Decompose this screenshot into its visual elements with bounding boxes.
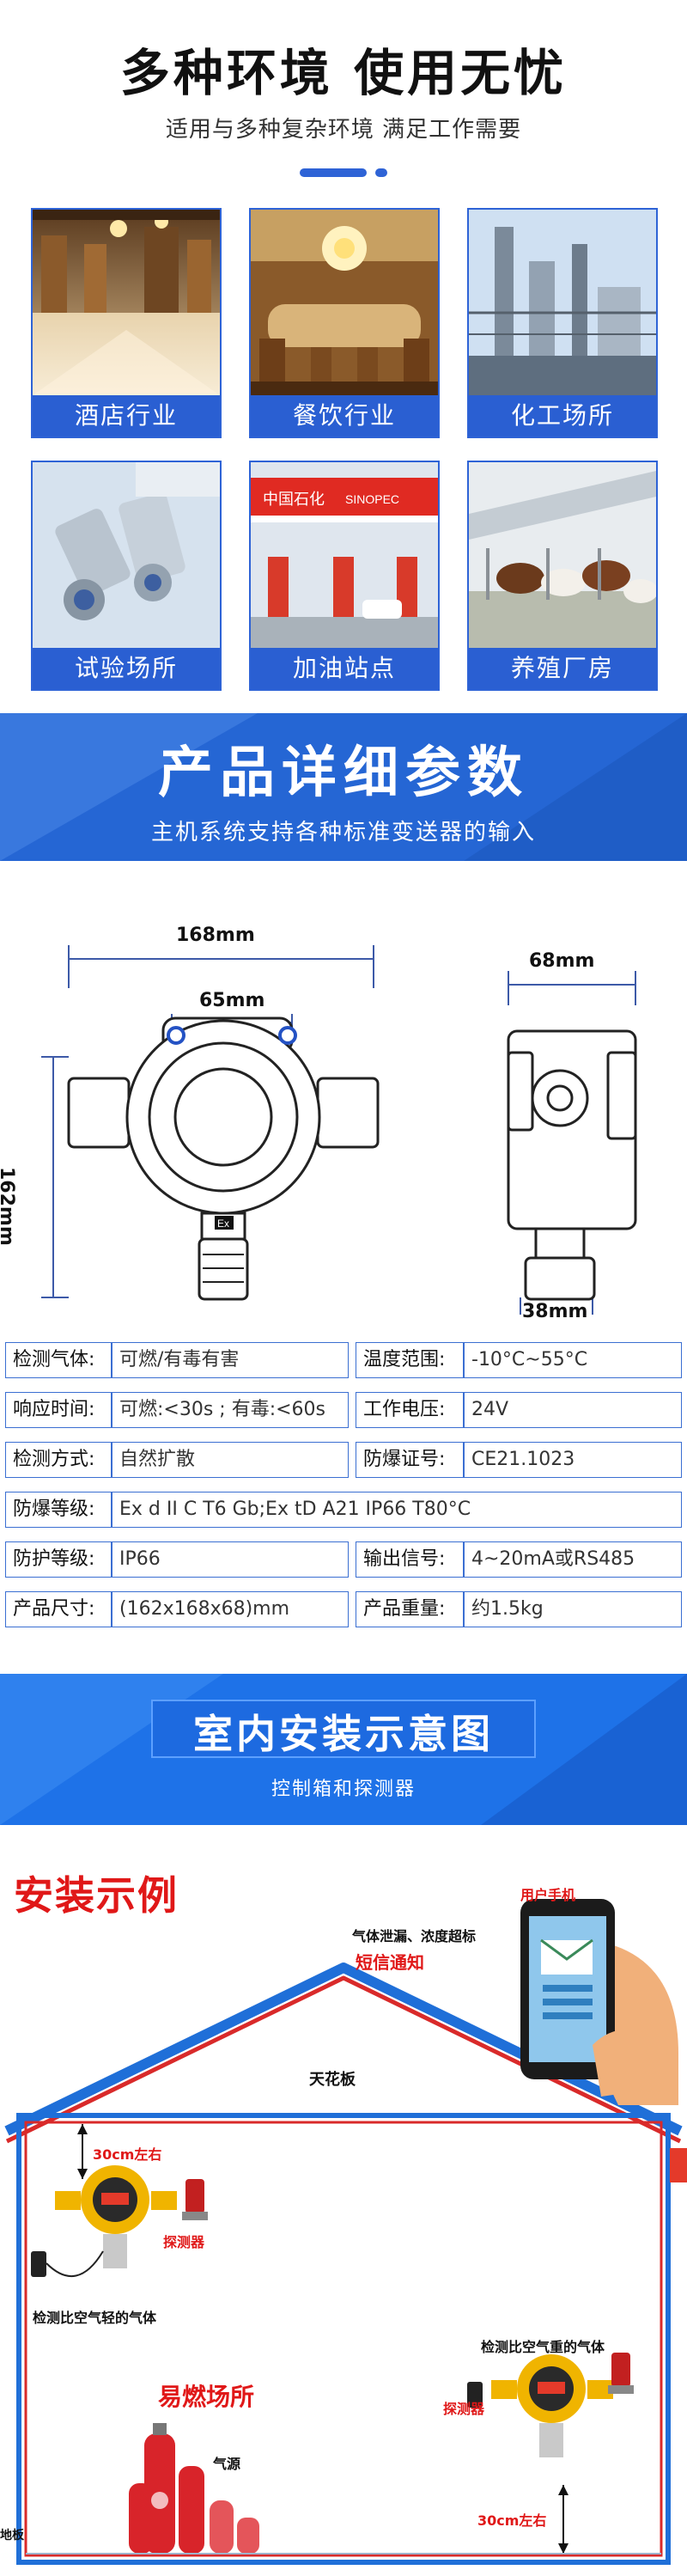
spec-row: 防爆等级: Ex d II C T6 Gb;Ex tD A21 IP66 T80… <box>5 1492 682 1528</box>
sinopec-cn-sign: 中国石化 <box>263 491 325 508</box>
install-subtitle: 控制箱和探测器 <box>271 1779 416 1800</box>
card-restaurant-label: 餐饮行业 <box>251 395 438 436</box>
card-farm[interactable]: 养殖厂房 <box>467 461 658 691</box>
spec-key: 温度范围: <box>356 1342 464 1378</box>
spec-row: 检测方式: 自然扩散 防爆证号: CE21.1023 <box>5 1442 682 1478</box>
params-subtitle: 主机系统支持各种标准变送器的输入 <box>150 820 536 845</box>
spec-key: 检测气体: <box>5 1342 112 1378</box>
install-example: 安装示例 <box>0 1847 687 2576</box>
spec-key: 工作电压: <box>356 1392 464 1428</box>
distance-top: 30cm左右 <box>93 2146 162 2163</box>
spec-row: 检测气体: 可燃/有毒有害 温度范围: -10°C~55°C <box>5 1342 682 1378</box>
side-dimension: 38mm <box>522 1301 588 1322</box>
flammable-label: 易燃场所 <box>158 2383 255 2411</box>
card-farm-label: 养殖厂房 <box>469 648 656 689</box>
spec-value: CE21.1023 <box>464 1442 682 1478</box>
spec-value: IP66 <box>112 1541 349 1578</box>
detector-drawing: Ex <box>41 945 637 1315</box>
spec-value: 24V <box>464 1392 682 1428</box>
card-hotel-label: 酒店行业 <box>33 395 220 436</box>
install-title: 室内安装示意图 <box>193 1711 494 1757</box>
card-gas-station-label: 加油站点 <box>251 648 438 689</box>
card-hotel[interactable]: 酒店行业 <box>31 208 222 438</box>
card-gas-station[interactable]: 中国石化 SINOPEC 加油站点 <box>249 461 440 691</box>
spec-key: 产品尺寸: <box>5 1591 112 1627</box>
install-banner: 室内安装示意图 控制箱和探测器 <box>0 1674 687 1825</box>
detector-right-drawing <box>467 2353 634 2457</box>
gas-source-label: 气源 <box>213 2456 241 2472</box>
depth-dimension: 68mm <box>529 950 595 972</box>
ceiling-label: 天花板 <box>309 2071 356 2089</box>
card-chemical[interactable]: 化工场所 <box>467 208 658 438</box>
environments-section: 多种环境 使用无忧 适用与多种复杂环境 满足工作需要 <box>0 0 687 696</box>
spec-key: 防爆等级: <box>5 1492 112 1528</box>
height-dimension: 162mm <box>0 1167 17 1246</box>
gas-cylinders <box>129 2423 259 2554</box>
spec-value: (162x168x68)mm <box>112 1591 349 1627</box>
sinopec-en-sign: SINOPEC <box>345 492 399 506</box>
spec-value: 约1.5kg <box>464 1591 682 1627</box>
card-lab-label: 试验场所 <box>33 648 220 689</box>
farm-image <box>469 462 656 648</box>
environments-subtitle: 适用与多种复杂环境 满足工作需要 <box>165 117 522 143</box>
spec-row: 响应时间: 可燃:<30s ; 有毒:<60s 工作电压: 24V <box>5 1392 682 1428</box>
card-lab[interactable]: 试验场所 <box>31 461 222 691</box>
spec-row: 产品尺寸: (162x168x68)mm 产品重量: 约1.5kg <box>5 1591 682 1627</box>
spec-value: 可燃:<30s ; 有毒:<60s <box>112 1392 349 1428</box>
params-title: 产品详细参数 <box>158 742 529 805</box>
card-chemical-label: 化工场所 <box>469 395 656 436</box>
leak-text: 气体泄漏、浓度超标 <box>352 1928 477 1944</box>
spec-key: 防护等级: <box>5 1541 112 1578</box>
title-decoration <box>0 163 687 180</box>
light-gas-label: 检测比空气轻的气体 <box>33 2310 157 2326</box>
lab-image <box>33 462 220 648</box>
spec-value: Ex d II C T6 Gb;Ex tD A21 IP66 T80°C <box>112 1492 682 1528</box>
chemical-image <box>469 210 656 395</box>
dimension-diagram: Ex 168mm 65mm 162mm 68mm 38mm <box>0 894 687 1340</box>
spec-key: 防爆证号: <box>356 1442 464 1478</box>
phone-label: 用户手机 <box>520 1887 576 1903</box>
install-example-title: 安装示例 <box>14 1872 179 1919</box>
detector-left-drawing <box>31 2165 208 2278</box>
detector-left-label: 探测器 <box>163 2234 205 2250</box>
spec-value: 可燃/有毒有害 <box>112 1342 349 1378</box>
spec-key: 检测方式: <box>5 1442 112 1478</box>
spec-key: 产品重量: <box>356 1591 464 1627</box>
params-banner: 产品详细参数 主机系统支持各种标准变送器的输入 <box>0 713 687 861</box>
spec-value: 自然扩散 <box>112 1442 349 1478</box>
heavy-gas-label: 检测比空气重的气体 <box>481 2339 605 2355</box>
floor-label: 地板 <box>0 2529 24 2542</box>
restaurant-image <box>251 210 438 395</box>
spec-row: 防护等级: IP66 输出信号: 4~20mA或RS485 <box>5 1541 682 1578</box>
spec-key: 响应时间: <box>5 1392 112 1428</box>
spec-value: 4~20mA或RS485 <box>464 1541 682 1578</box>
spec-value: -10°C~55°C <box>464 1342 682 1378</box>
width-dimension: 168mm <box>176 925 255 946</box>
ex-mark: Ex <box>217 1218 229 1230</box>
phone-hand <box>520 1899 687 2182</box>
distance-bottom: 30cm左右 <box>477 2512 547 2529</box>
hole-dimension: 65mm <box>199 990 265 1011</box>
environments-title: 多种环境 使用无忧 <box>119 44 568 102</box>
sms-text: 短信通知 <box>356 1952 424 1973</box>
install-illustration <box>4 1899 687 2565</box>
detector-right-label: 探测器 <box>443 2401 485 2417</box>
card-restaurant[interactable]: 餐饮行业 <box>249 208 440 438</box>
hotel-image <box>33 210 220 395</box>
spec-key: 输出信号: <box>356 1541 464 1578</box>
gas-station-image: 中国石化 SINOPEC <box>251 462 438 648</box>
